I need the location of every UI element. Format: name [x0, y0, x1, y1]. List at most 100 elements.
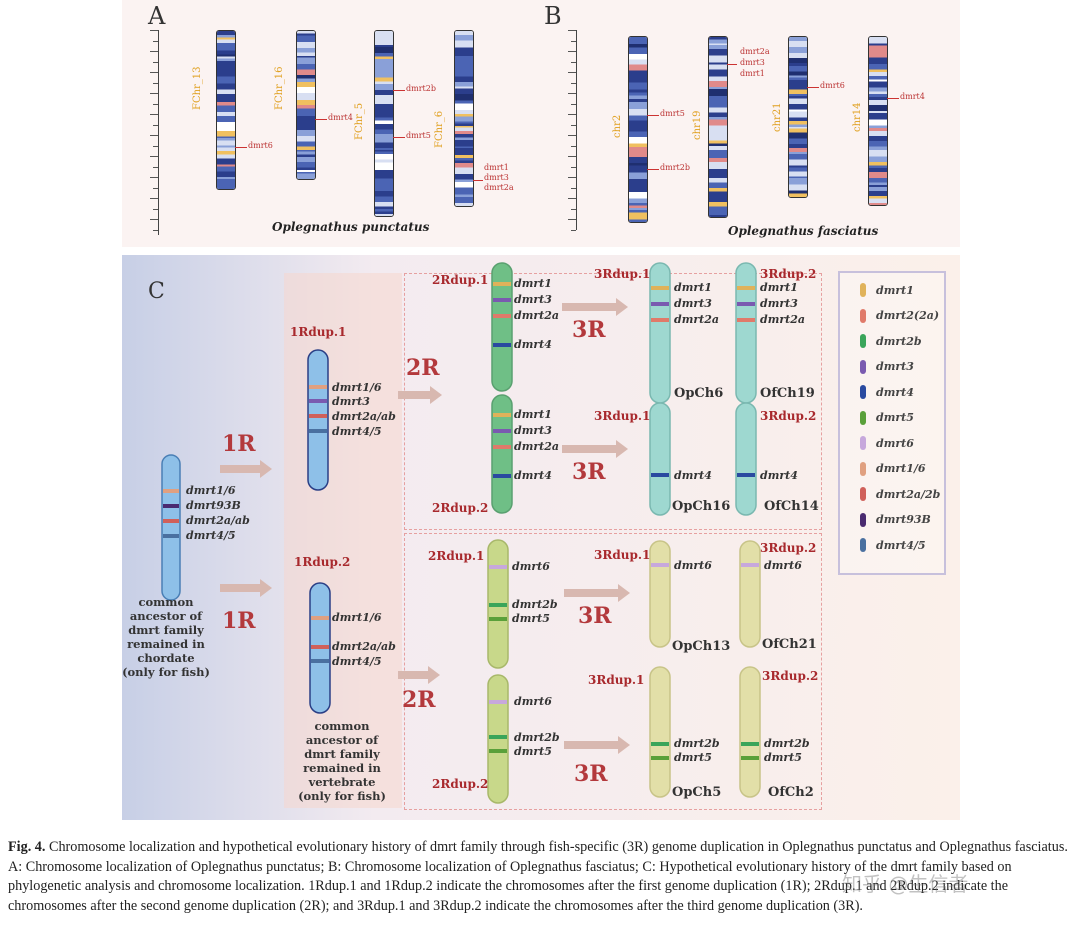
- panel-a-letter: A: [148, 2, 166, 30]
- legend-item: dmrt1/6: [860, 461, 926, 476]
- rdup1-2-gene-3: dmrt4/5: [332, 655, 382, 668]
- legend-label: dmrt5: [876, 411, 914, 424]
- ruler-tick: [568, 72, 576, 73]
- arrow-3r-1-head: [616, 298, 628, 316]
- legend-item: dmrt4: [860, 385, 914, 399]
- legend-item: dmrt2a/2b: [860, 487, 940, 501]
- arrow-1r-bottom: [220, 584, 262, 592]
- chrom-ofch2: [739, 666, 761, 798]
- band-dmrt22a: [493, 445, 511, 449]
- label-3rdup2-c: 3Rdup.2: [760, 541, 817, 555]
- ruler-tick: [571, 187, 576, 189]
- ruler-a: [150, 30, 159, 235]
- legend-item: dmrt2(2a): [860, 308, 940, 323]
- ruler-tick: [568, 51, 576, 52]
- gene-label-dmrt5-a: dmrt5: [406, 131, 431, 140]
- legend-item: dmrt3: [860, 359, 914, 374]
- panel-b: B chr2 chr19 chr21 chr14 dmrt5 dmrt2b dm…: [542, 0, 960, 247]
- band-dmrt6: [651, 563, 669, 567]
- chrom-ofch14: [735, 402, 757, 516]
- arrow-2r-bottom-head: [428, 666, 440, 684]
- label-chr14: chr14: [852, 102, 863, 132]
- label-fchr5: FChr_5: [354, 102, 365, 140]
- ofch14-gene-1: dmrt4: [760, 469, 798, 482]
- ruler-tick: [571, 208, 576, 210]
- ancestor-vertebrate-caption: common ancestor of dmrt family remained …: [298, 719, 386, 803]
- chrom-opch16: [649, 402, 671, 516]
- legend-label: dmrt1: [876, 283, 914, 297]
- band-dmrt5: [489, 749, 507, 753]
- legend-item: dmrt6: [860, 436, 914, 450]
- legend-label: dmrt2b: [876, 334, 922, 348]
- arrow-3r-1: [562, 303, 618, 311]
- legend-item: dmrt1: [860, 283, 914, 297]
- caption-lead: Fig. 4.: [8, 839, 46, 855]
- band-dmrt3: [493, 429, 511, 433]
- label-ofch2: OfCh2: [768, 785, 814, 800]
- gene-label-dmrt2b-a: dmrt2b: [406, 84, 436, 93]
- chrom-chr2: [628, 36, 648, 223]
- gene-label-dmrt1-b: dmrt1: [740, 69, 765, 78]
- tu-gene-1: dmrt1: [514, 277, 552, 290]
- panel-c: C dmrt1/6 dmrt93B dmrt2a/ab dmrt4/5 comm…: [122, 255, 960, 820]
- chrom-chr14: [868, 36, 888, 206]
- gene-label-dmrt1-a: dmrt1: [484, 163, 509, 172]
- band-dmrt1-6: [163, 489, 179, 493]
- ruler-tick: [153, 82, 158, 84]
- band-dmrt22a: [493, 314, 511, 318]
- ruler-tick: [150, 219, 158, 220]
- ruler-tick: [571, 61, 576, 63]
- tl-gene-1: dmrt1: [514, 408, 552, 421]
- rdup1-1-gene-1: dmrt1/6: [332, 381, 382, 394]
- rdup1-2-gene-1: dmrt1/6: [332, 611, 382, 624]
- marker-line: [315, 119, 327, 120]
- gene-label-dmrt6-a: dmrt6: [248, 141, 273, 150]
- legend-swatch: [860, 512, 866, 527]
- arrow-1r-bottom-head: [260, 579, 272, 597]
- legend: dmrt1 dmrt2(2a) dmrt2b dmrt3 dmrt4 dmrt5 dmrt6…: [838, 271, 946, 575]
- ruler-tick: [571, 124, 576, 126]
- label-fchr13: FChr_13: [192, 66, 203, 110]
- label-3rdup1-c: 3Rdup.1: [594, 548, 651, 562]
- rdup1-1-gene-4: dmrt4/5: [332, 425, 382, 438]
- chrom-fchr6: [454, 30, 474, 207]
- ofch19-gene-1: dmrt1: [760, 281, 798, 294]
- opch6-gene-1: dmrt1: [674, 281, 712, 294]
- rdup1-region: [284, 273, 402, 808]
- label-3r-4: 3R: [574, 761, 608, 787]
- legend-swatch: [860, 410, 866, 425]
- arrow-2r-top: [398, 391, 432, 399]
- ruler-tick: [571, 103, 576, 105]
- arrow-3r-4-head: [618, 736, 630, 754]
- legend-label: dmrt2(2a): [876, 309, 940, 322]
- ancestor-chordate-caption: common ancestor of dmrt family remained …: [122, 595, 210, 679]
- ruler-tick: [568, 135, 576, 136]
- marker-line: [887, 98, 899, 99]
- band-dmrt6: [489, 565, 507, 569]
- panel-c-letter: C: [148, 279, 165, 304]
- band-dmrt4: [493, 343, 511, 347]
- label-ofch21: OfCh21: [762, 637, 817, 652]
- band-dmrt6: [489, 700, 507, 704]
- label-3rdup1-a: 3Rdup.1: [594, 267, 651, 281]
- legend-item: dmrt4/5: [860, 538, 926, 552]
- label-chr19: chr19: [692, 110, 703, 140]
- band-dmrt3: [309, 399, 327, 403]
- label-fchr16: FChr_16: [274, 66, 285, 110]
- ruler-tick: [153, 40, 158, 42]
- opch5-gene-2: dmrt5: [674, 751, 712, 764]
- bu-gene-1: dmrt6: [512, 560, 550, 573]
- ruler-tick: [153, 103, 158, 105]
- ruler-tick: [568, 30, 576, 31]
- ruler-tick: [150, 51, 158, 52]
- ruler-tick: [153, 61, 158, 63]
- band-dmrt4-5: [163, 534, 179, 538]
- label-3rdup1-d: 3Rdup.1: [588, 673, 645, 687]
- ruler-tick: [571, 40, 576, 42]
- chrom-ofch19: [735, 262, 757, 404]
- legend-swatch: [860, 538, 866, 552]
- rdup1-2-gene-2: dmrt2a/ab: [332, 640, 396, 653]
- ancestor-gene-2: dmrt93B: [186, 499, 241, 512]
- opch6-gene-3: dmrt2a: [674, 313, 719, 326]
- label-3rdup2-b: 3Rdup.2: [760, 409, 817, 423]
